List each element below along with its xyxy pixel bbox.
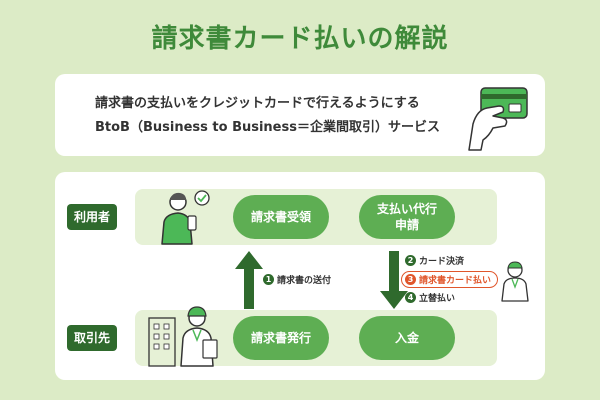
description-text: 請求書の支払いをクレジットカードで行えるようにする BtoB（Business …	[95, 92, 440, 140]
user-person-icon	[161, 190, 210, 245]
node-deposit: 入金	[359, 316, 455, 360]
partner-person-icon	[148, 306, 218, 367]
step-number: 1	[263, 274, 274, 285]
hand-holding-card-icon	[468, 87, 528, 151]
description-line-2: BtoB（Business to Business＝企業間取引）サービス	[95, 120, 440, 135]
step-card-settlement: 2 カード決済	[405, 254, 464, 267]
flow-panel: 利用者 取引先 請求書受領 支払い代行 申請 請求書発行 入金 1 請求書の送付	[55, 172, 545, 380]
step-label: 請求書カード払い	[419, 276, 492, 286]
step-number: 2	[405, 255, 416, 266]
arrow-down-icon	[380, 251, 408, 309]
arrow-up-icon	[235, 251, 263, 309]
step-advance-payment: 4 立替払い	[405, 291, 455, 304]
step-send-invoice: 1 請求書の送付	[263, 273, 331, 286]
step-label: カード決済	[419, 257, 465, 267]
description-line-1: 請求書の支払いをクレジットカードで行えるようにする	[95, 96, 420, 111]
step-label: 請求書の送付	[277, 276, 332, 286]
role-label-user: 利用者	[67, 204, 117, 230]
description-panel: 請求書の支払いをクレジットカードで行えるようにする BtoB（Business …	[55, 74, 545, 156]
step-invoice-card-payment: 3 請求書カード払い	[401, 271, 499, 288]
step-number: 3	[405, 274, 416, 285]
page-title: 請求書カード払いの解説	[151, 24, 449, 54]
node-payment-proxy-application: 支払い代行 申請	[359, 195, 455, 239]
step-label: 立替払い	[419, 294, 456, 304]
node-invoice-received: 請求書受領	[233, 195, 329, 239]
service-staff-icon	[501, 261, 529, 302]
role-label-partner: 取引先	[67, 325, 117, 351]
step-number: 4	[405, 292, 416, 303]
node-invoice-issued: 請求書発行	[233, 316, 329, 360]
